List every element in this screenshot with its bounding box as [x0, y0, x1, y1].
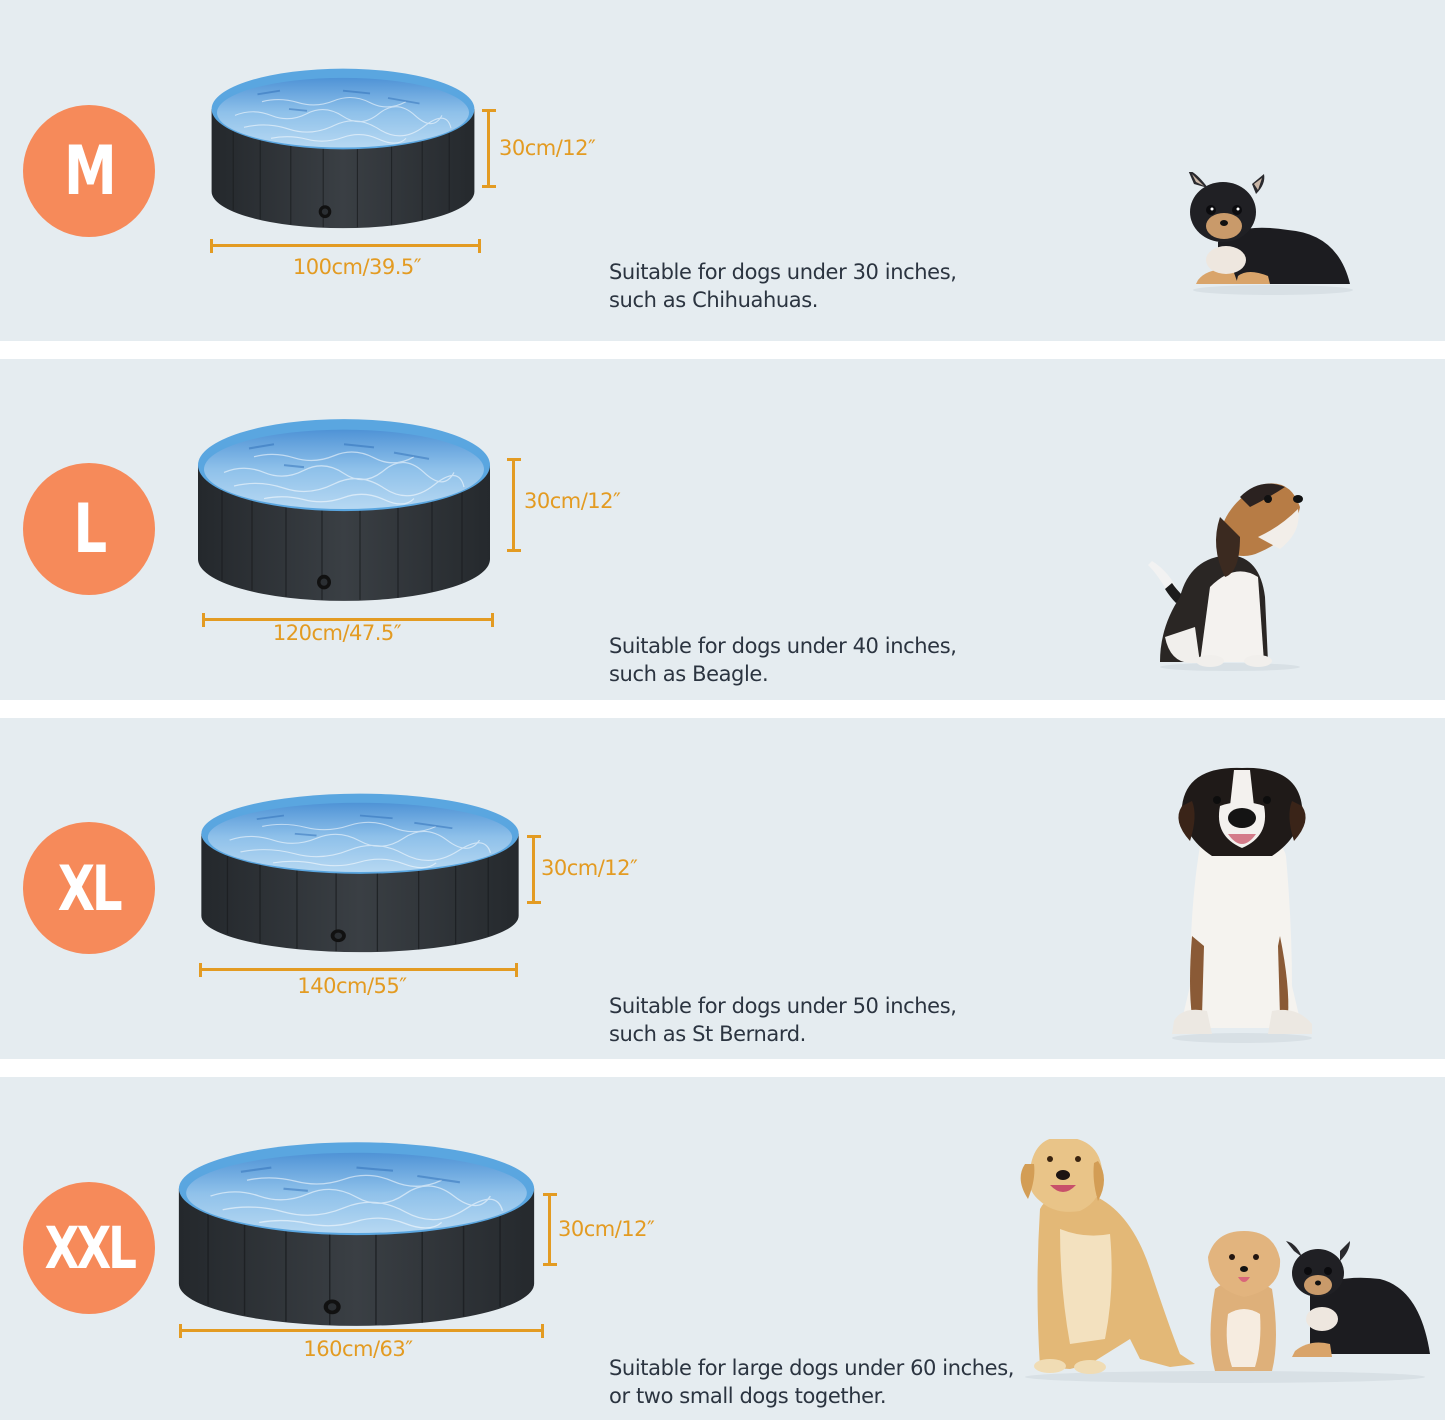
description: Suitable for dogs under 50 inches, such …: [609, 992, 957, 1048]
diameter-dimension-line: [199, 963, 518, 977]
size-badge: L: [23, 463, 155, 595]
height-dimension-line: [507, 458, 521, 552]
diameter-label: 100cm/39.5″: [292, 255, 422, 279]
size-panel-xl: XL 30cm/12″ 140cm/55″ Suitable for dogs …: [0, 718, 1445, 1059]
description-line-1: Suitable for dogs under 40 inches,: [609, 634, 957, 658]
height-dimension-line: [527, 835, 541, 904]
pool-image: [200, 792, 520, 954]
pool-image: [196, 418, 492, 602]
description-line-2: such as St Bernard.: [609, 1022, 806, 1046]
size-badge-label: L: [73, 489, 108, 569]
diameter-label: 160cm/63″: [303, 1337, 413, 1361]
description-line-1: Suitable for dogs under 50 inches,: [609, 994, 957, 1018]
diameter-label: 120cm/47.5″: [272, 621, 402, 645]
description-line-2: such as Beagle.: [609, 662, 769, 686]
height-label: 30cm/12″: [524, 489, 621, 513]
description-line-2: such as Chihuahuas.: [609, 288, 819, 312]
diameter-label: 140cm/55″: [297, 974, 407, 998]
size-panel-m: M 30cm/12″ 100cm/39.5″ Suitable for dogs…: [0, 0, 1445, 341]
st-bernard-image: [1172, 767, 1312, 1043]
height-label: 30cm/12″: [541, 856, 638, 880]
diameter-dimension-line: [202, 613, 494, 627]
height-label: 30cm/12″: [558, 1217, 655, 1241]
pool-image: [210, 67, 476, 230]
chihuahua-puppy-image: [1188, 172, 1353, 295]
height-label: 30cm/12″: [499, 136, 596, 160]
size-panel-l: L 30cm/12″ 120cm/47.5″ Suitable for dogs…: [0, 359, 1445, 700]
height-dimension-line: [482, 109, 496, 188]
description-line-1: Suitable for dogs under 30 inches,: [609, 260, 957, 284]
size-badge-label: XL: [58, 851, 123, 925]
pool-image: [177, 1141, 536, 1328]
diameter-dimension-line: [179, 1324, 544, 1338]
description: Suitable for large dogs under 60 inches,…: [609, 1354, 1014, 1410]
size-badge-label: M: [64, 131, 117, 211]
golden-retriever-havanese-chihuahua-image: [1020, 1139, 1430, 1383]
size-badge: XL: [23, 822, 155, 954]
size-badge: M: [23, 105, 155, 237]
beagle-puppy-image: [1148, 483, 1303, 671]
description: Suitable for dogs under 40 inches, such …: [609, 632, 957, 688]
description-line-1: Suitable for large dogs under 60 inches,: [609, 1356, 1015, 1380]
size-badge: XXL: [23, 1182, 155, 1314]
diameter-dimension-line: [210, 239, 481, 253]
description: Suitable for dogs under 30 inches, such …: [609, 258, 957, 314]
size-panel-xxl: XXL 30cm/12″ 160cm/63″ Suitable for larg…: [0, 1077, 1445, 1420]
size-badge-label: XXL: [44, 1214, 136, 1282]
height-dimension-line: [543, 1193, 557, 1266]
description-line-2: or two small dogs together.: [609, 1384, 887, 1408]
